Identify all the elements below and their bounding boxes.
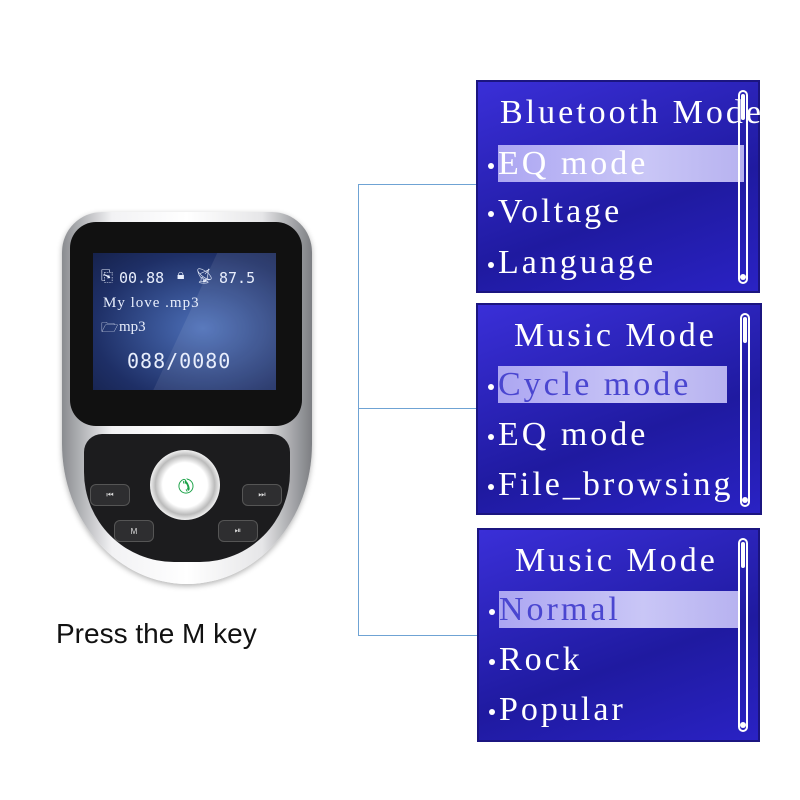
call-button[interactable]: ✆ [150, 450, 220, 520]
lock-icon: 🔒︎ [177, 267, 185, 283]
usb-icon: ⎘ [101, 267, 114, 285]
panel-title: Music Mode [515, 542, 718, 579]
connector-3 [358, 635, 478, 636]
lcd-screen: ⎘ 00.88 🔒︎ 📡︎ 87.5 My love .mp3 🗁 mp3 08… [93, 253, 276, 390]
menu-panel-eq: Music Mode Normal Rock Popular [477, 528, 760, 742]
menu-item[interactable]: Popular [489, 686, 626, 734]
play-pause-button[interactable]: ⏯ [218, 520, 258, 542]
menu-item[interactable]: EQ mode [488, 140, 745, 188]
scrollbar[interactable] [738, 538, 748, 732]
connector-2 [358, 408, 476, 409]
prev-button[interactable]: ⏮ [90, 484, 130, 506]
track-counter: 088/0080 [127, 349, 232, 373]
folder-icon: 🗁 [101, 320, 119, 336]
connector-1 [358, 184, 476, 185]
scrollbar[interactable] [740, 313, 750, 507]
frequency-value: 87.5 [219, 269, 256, 287]
fm-transmitter-device: ⎘ 00.88 🔒︎ 📡︎ 87.5 My love .mp3 🗁 mp3 08… [62, 212, 312, 584]
panel-title: Bluetooth Mode [500, 94, 764, 131]
phone-icon: ✆ [170, 470, 199, 499]
signal-icon: 📡︎ [195, 267, 215, 285]
next-button[interactable]: ⏭ [242, 484, 282, 506]
mode-button[interactable]: M [114, 520, 154, 542]
panel-title: Music Mode [514, 317, 717, 354]
menu-item[interactable]: Normal [489, 586, 739, 634]
song-name: My love .mp3 [103, 295, 200, 311]
menu-item[interactable]: File_browsing [488, 461, 733, 509]
menu-panel-music: Music Mode Cycle mode EQ mode File_brows… [476, 303, 762, 515]
connector-vertical [358, 184, 359, 636]
screen-bezel: ⎘ 00.88 🔒︎ 📡︎ 87.5 My love .mp3 🗁 mp3 08… [70, 222, 302, 426]
folder-name: mp3 [119, 319, 146, 335]
caption: Press the M key [56, 618, 257, 649]
menu-item[interactable]: Cycle mode [488, 361, 728, 409]
menu-item[interactable]: Language [488, 239, 656, 287]
menu-item[interactable]: EQ mode [488, 411, 648, 459]
status-value: 00.88 [119, 269, 165, 287]
scrollbar[interactable] [738, 90, 748, 284]
menu-item[interactable]: Voltage [488, 188, 622, 236]
menu-panel-bluetooth: Bluetooth Mode EQ mode Voltage Language [476, 80, 761, 293]
menu-item[interactable]: Rock [489, 636, 583, 684]
